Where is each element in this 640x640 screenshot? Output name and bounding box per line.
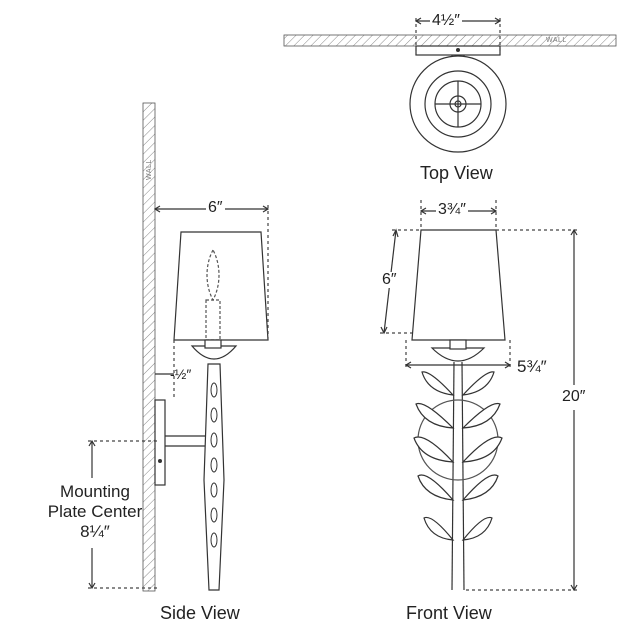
top-screw xyxy=(456,48,460,52)
front-shade-height-label: 6″ xyxy=(380,271,399,288)
mounting-label-line3: 8¼″ xyxy=(80,522,110,541)
mounting-label-line1: Mounting xyxy=(60,482,130,501)
mounting-label-line2: Plate Center xyxy=(47,502,143,521)
side-column xyxy=(203,363,225,591)
front-shade-top-label: 3¾″ xyxy=(436,201,468,218)
side-wall xyxy=(142,102,156,592)
front-view-title: Front View xyxy=(406,603,492,623)
top-view xyxy=(283,17,617,153)
top-view-title: Top View xyxy=(420,163,493,183)
side-offset-label: -½″ xyxy=(170,366,192,382)
front-leaves xyxy=(413,371,503,541)
front-shade-bottom-label: 5¾″ xyxy=(517,357,547,376)
side-cup xyxy=(190,345,238,360)
side-view-title: Side View xyxy=(160,603,240,623)
side-back-plate xyxy=(154,399,166,486)
side-wall-label: WALL xyxy=(146,159,153,180)
side-width-label: 6″ xyxy=(206,199,225,216)
front-cup xyxy=(430,347,486,362)
side-view xyxy=(88,102,270,592)
top-wall-label: WALL xyxy=(546,37,567,44)
front-shade xyxy=(411,229,506,341)
front-total-height-label: 20″ xyxy=(560,388,588,405)
side-shade xyxy=(173,231,269,341)
top-shade-inner xyxy=(424,70,492,138)
front-view xyxy=(380,200,580,592)
top-width-label: 4½″ xyxy=(430,12,462,29)
